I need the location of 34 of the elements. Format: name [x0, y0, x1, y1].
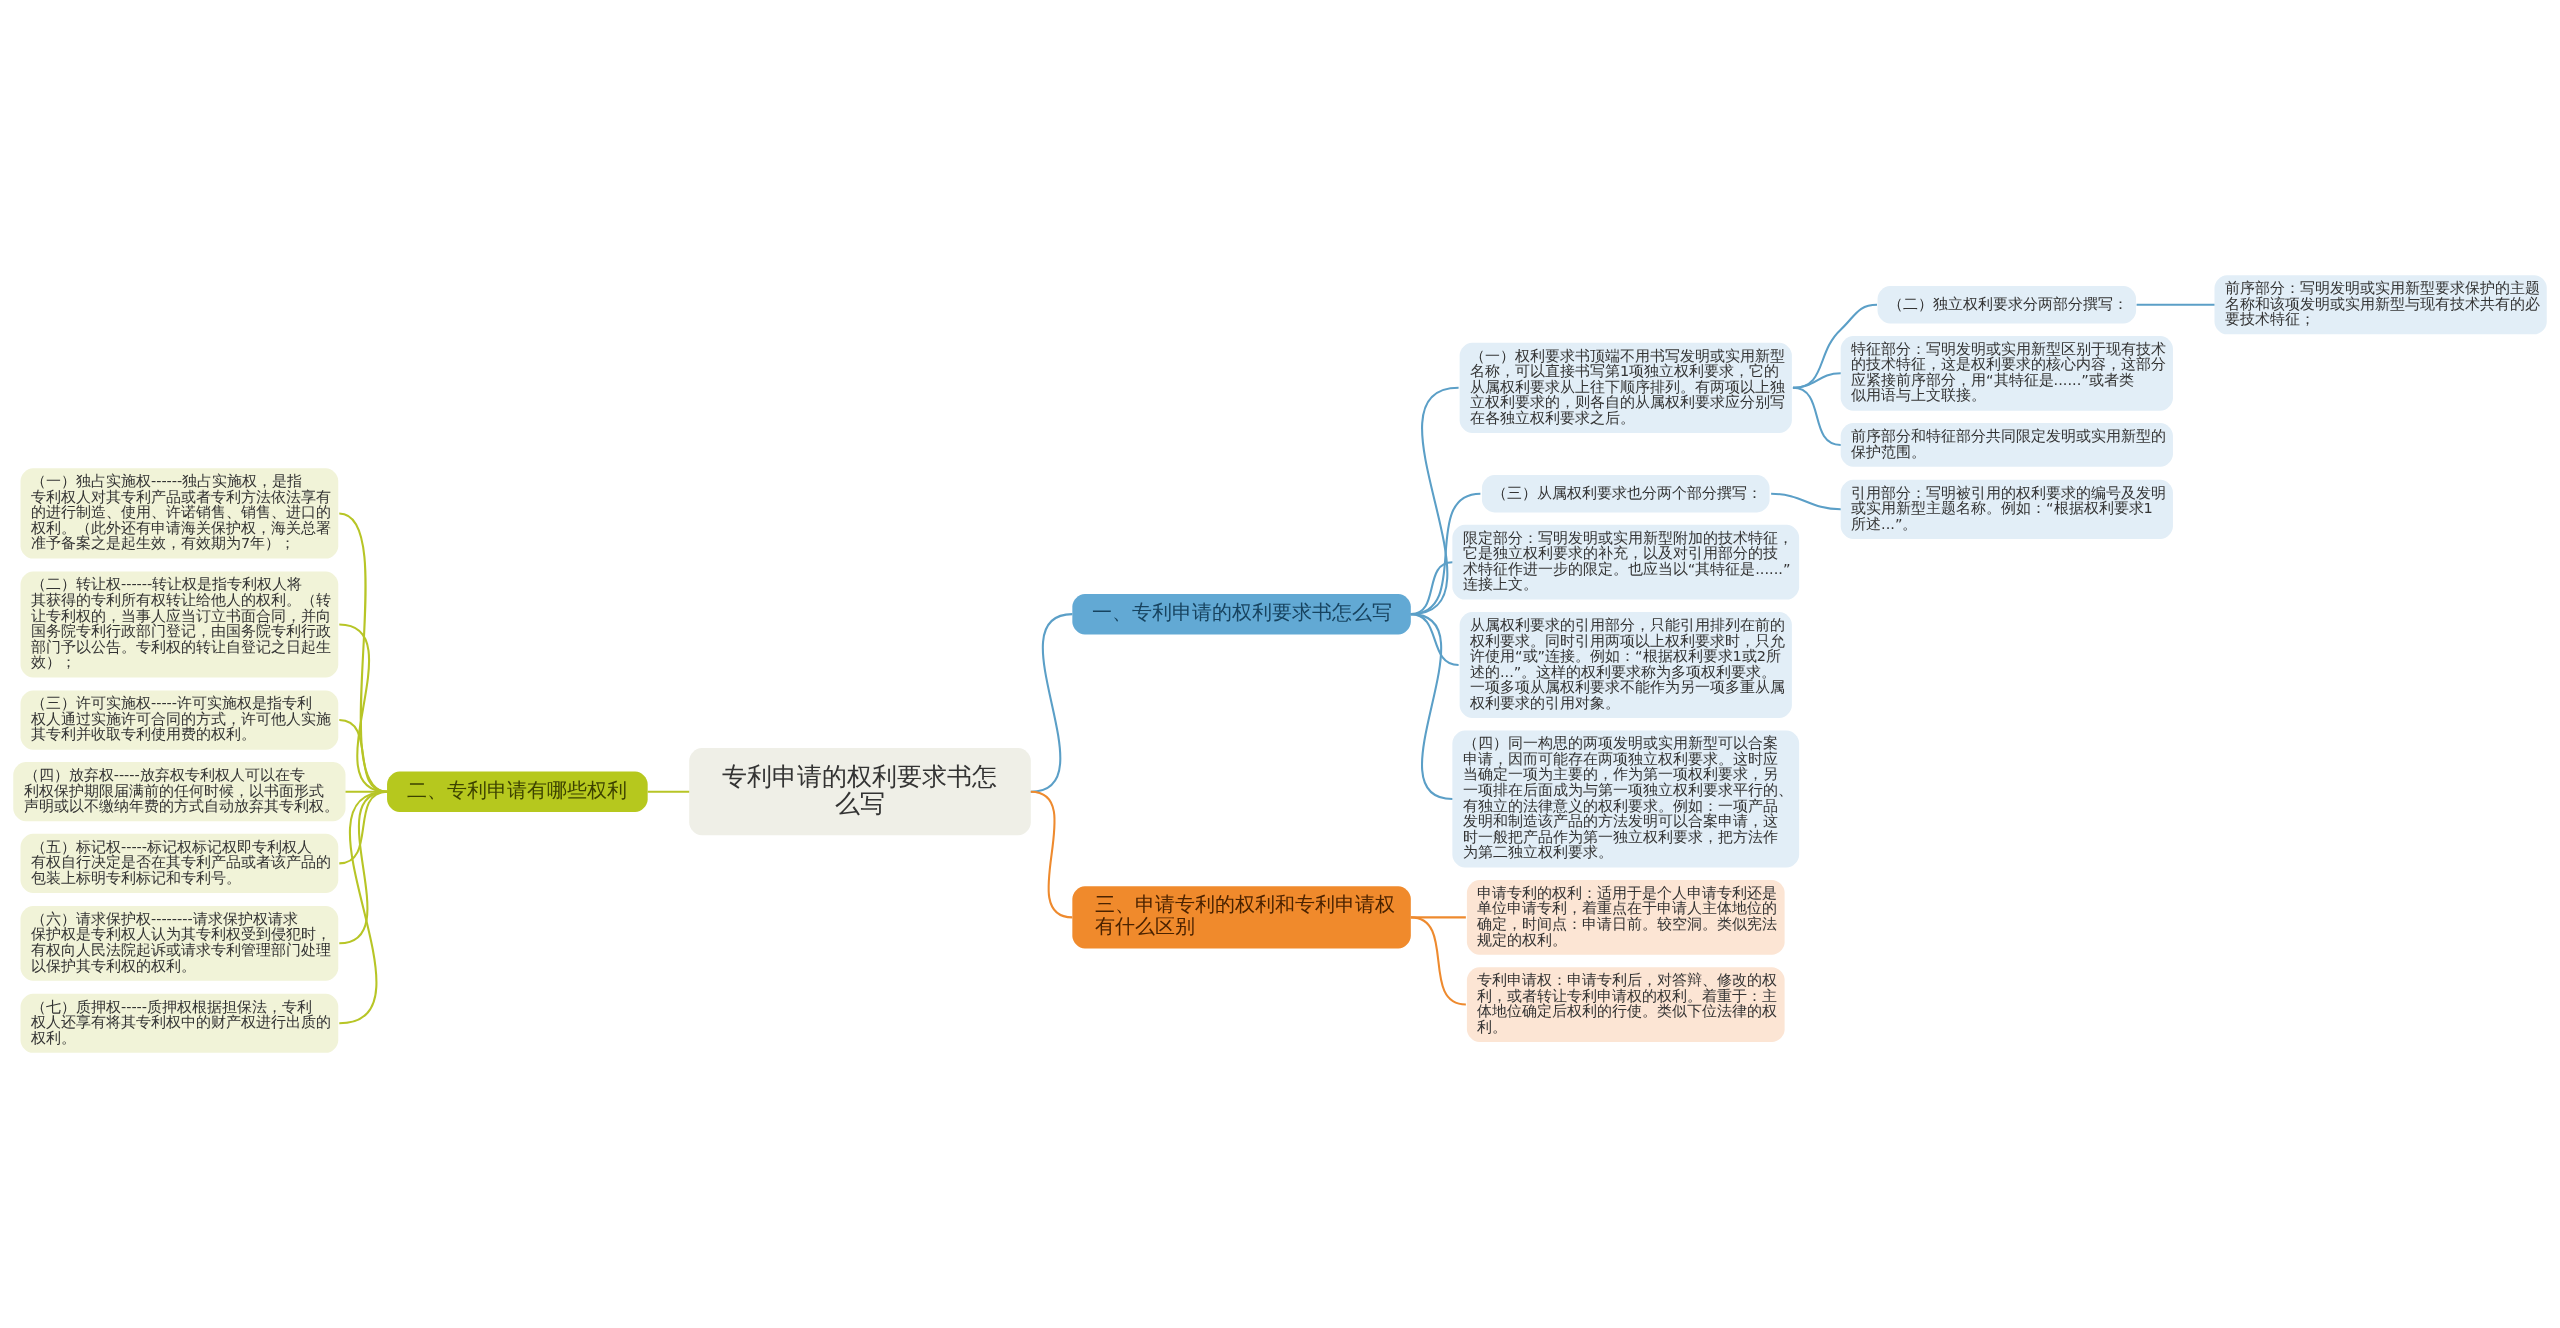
node-box: （三）从属权利要求也分两个部分撰写： — [1481, 475, 1770, 513]
node-box: 申请专利的权利：适用于是个人申请专利还是单位申请专利，着重点在于申请人主体地位的确定，时间点：申请日前。较空洞。类似宪法规定的权利。 — [1466, 879, 1785, 955]
connector — [339, 719, 388, 793]
node-box: （三）许可实施权-----许可实施权是指专利权人通过实施许可合同的方式，许可他人实施其专利并收取专利使用费的权利。 — [20, 690, 339, 750]
node-box: （五）标记权-----标记权标记权即专利权人有权自行决定是否在其专利产品或者该产品的包装上标明专利标记和专利号。 — [20, 833, 339, 893]
node-box: 前序部分：写明发明或实用新型要求保护的主题名称和该项发明或实用新型与现有技术共有的必要技术特征； — [2214, 275, 2547, 335]
node-box: （四）放弃权-----放弃权专利权人可以在专利权保护期限届满前的任何时候，以书面形式声明或以不缴纳年费的方式自动放弃其专利权。 — [13, 762, 346, 822]
node-box: 从属权利要求的引用部分，只能引用排列在前的权利要求。同时引用两项以上权利要求时，只允许使用“或”连接。例如：“根据权利要求1或2所述的...”。这样的权利要求称为多项权利要求。一项多项从属权利要求不能作为另一项多重从属权利要求的引用对象。 — [1459, 612, 1792, 718]
node-box: （七）质押权-----质押权根据担保法，专利权人还享有将其专利权中的财产权进行出质的权利。 — [20, 993, 339, 1053]
node-box: 引用部分：写明被引用的权利要求的编号及发明或实用新型主题名称。例如：“根据权利要求1所述...”。 — [1840, 479, 2173, 539]
node-box: 限定部分：写明发明或实用新型附加的技术特征，它是独立权利要求的补充，以及对引用部分的技术特征作进一步的限定。也应当以“其特征是......”连接上文。 — [1452, 524, 1800, 600]
node-box: 三、申请专利的权利和专利申请权有什么区别 — [1072, 886, 1411, 949]
connector — [1410, 916, 1467, 1006]
node-box: 专利申请权：申请专利后，对答辩、修改的权利，或者转让专利申请权的权利。着重于：主体地位确定后权利的行使。类似下位法律的权利。 — [1466, 967, 1785, 1042]
node-box: 一、专利申请的权利要求书怎么写 — [1072, 593, 1411, 635]
connector — [1792, 386, 1841, 446]
node-box: 特征部分：写明发明或实用新型区别于现有技术的技术特征，这是权利要求的核心内容，这部分应紧接前序部分，用“其特征是......”或者类似用语与上文联接。 — [1840, 335, 2173, 411]
node-box: （一）权利要求书顶端不用书写发明或实用新型名称，可以直接书写第1项独立权利要求，它的从属权利要求从上往下顺序排列。有两项以上独立权利要求的，则各自的从属权利要求应分别写在各独立权利要求之后。 — [1459, 342, 1792, 433]
connector — [1030, 613, 1073, 793]
node-box: （一）独占实施权------独占实施权，是指专利权人对其专利产品或者专利方法依法享有的进行制造、使用、许诺销售、销售、进口的权利。（此外还有申请海关保护权，海关总署准予备案之是起生效，有效期为7年）； — [20, 468, 339, 559]
connector — [338, 512, 388, 793]
connector — [2136, 303, 2215, 306]
node-box: （四）同一构思的两项发明或实用新型可以合案申请，因而可能存在两项独立权利要求。这时应当确定一项为主要的，作为第一项权利要求，另一项排在后面成为与第一项独立权利要求平行的、有独立的法律意义的权利要求。例如：一项产品发明和制造该产品的方法发明可以合案申请，这时一般把产品作为第一独立权利要求，把方法作为第二独立权利要求。 — [1452, 730, 1800, 868]
node-box: （二）独立权利要求分两部分撰写： — [1877, 286, 2137, 324]
node-box: （二）转让权------转让权是指专利权人将其获得的专利所有权转让给他人的权利。（转让专利权的，当事人应当订立书面合同，并向国务院专利行政部门登记，由国务院专利行政部门予以公告。专利权的转让自登记之日起生效）； — [20, 571, 339, 678]
node-box: 前序部分和特征部分共同限定发明或实用新型的保护范围。 — [1840, 423, 2173, 467]
node-box: 二、专利申请有哪些权利 — [387, 771, 648, 812]
connector — [339, 790, 388, 1025]
node-box: （六）请求保护权--------请求保护权请求保护权是专利权人认为其专利权受到侵犯时，有权向人民法院起诉或请求专利管理部门处理以保护其专利权的权利。 — [20, 905, 339, 981]
connector — [1771, 492, 1841, 511]
connector — [1410, 613, 1453, 800]
connector — [647, 790, 690, 793]
node-box: 专利申请的权利要求书怎么写 — [689, 748, 1031, 836]
connector — [339, 623, 388, 793]
